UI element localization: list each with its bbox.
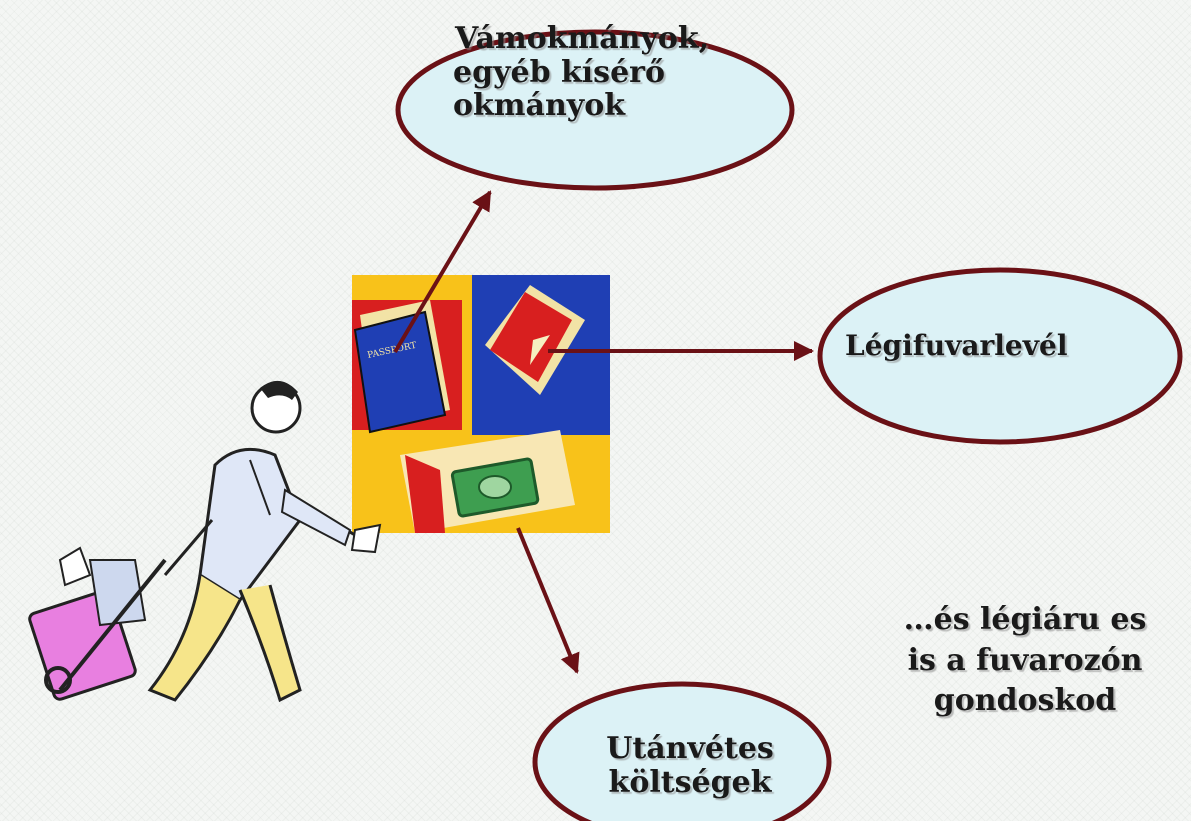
arrow-to-customs-documents xyxy=(393,190,492,354)
cod-costs-line-2: költségek xyxy=(608,764,772,800)
customs-documents-line-2: egyéb kísérő xyxy=(453,54,665,90)
air-waybill-label: Légifuvarlevél xyxy=(845,329,1068,362)
arrow-to-cod-costs xyxy=(516,527,580,674)
cod-costs-bubble xyxy=(532,681,832,821)
footer-note-line-3: gondoskod xyxy=(933,683,1117,718)
customs-documents-label: Vámokmányok, egyéb kísérő okmányok xyxy=(453,21,815,124)
footer-note: …és légiáru es is a fuvarozón gondoskod xyxy=(815,600,1191,722)
passport-icon: PASSPORT xyxy=(353,300,450,434)
footer-note-line-2: is a fuvarozón xyxy=(907,642,1143,678)
ticket-icon xyxy=(485,285,585,395)
banknote-icon xyxy=(450,457,540,518)
footer-note-line-1: …és légiáru es xyxy=(903,602,1147,637)
air-waybill-bubble xyxy=(817,267,1183,445)
cod-costs-label: Utánvétes költségek xyxy=(560,732,820,799)
customs-documents-line-1: Vámokmányok, xyxy=(455,21,710,56)
travel-documents-icon: PASSPORT xyxy=(352,275,610,533)
traveler-with-luggage-icon xyxy=(28,380,382,703)
cod-costs-line-1: Utánvétes xyxy=(606,731,774,766)
customs-documents-line-3: okmányok xyxy=(453,88,626,124)
customs-documents-bubble xyxy=(395,29,795,191)
